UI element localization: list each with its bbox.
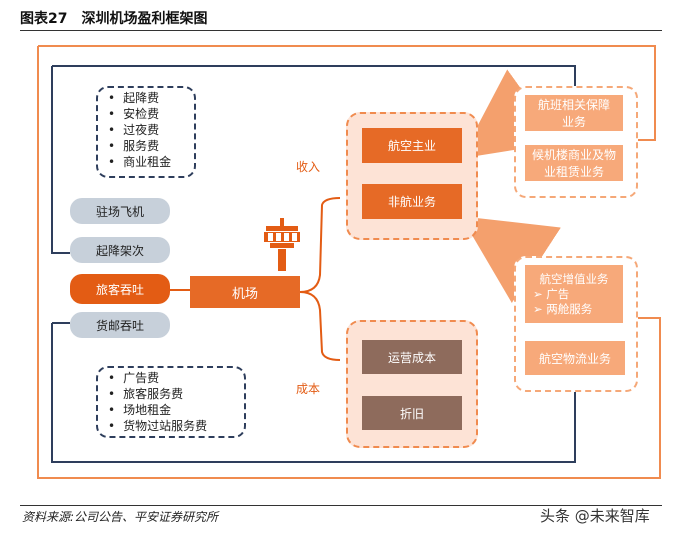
airport-node: 机场 xyxy=(190,276,300,308)
value-added-title: 航空增值业务 xyxy=(539,271,609,286)
figure-title: 图表27 深圳机场盈利框架图 xyxy=(20,11,208,27)
non-aviation-business: 非航业务 xyxy=(362,184,462,219)
revenue-label: 收入 xyxy=(296,160,321,174)
watermark: 头条 @未来智库 xyxy=(540,507,650,525)
fee-item: 场地租金 xyxy=(108,402,207,418)
fee-item: 货物过站服务费 xyxy=(108,418,207,434)
fee-list-bottom: 广告费 旅客服务费 场地租金 货物过站服务费 xyxy=(108,370,207,434)
depreciation: 折旧 xyxy=(362,396,462,430)
pill-passenger-throughput: 旅客吞吐 xyxy=(70,274,170,304)
pill-cargo-throughput: 货邮吞吐 xyxy=(70,312,170,338)
flight-support-business: 航班相关保障业务 xyxy=(524,94,624,132)
title-divider xyxy=(20,30,662,31)
source-note: 资料来源:公司公告、平安证券研究所 xyxy=(22,510,219,524)
operating-cost: 运营成本 xyxy=(362,340,462,374)
fee-item: 起降费 xyxy=(108,90,171,106)
pill-resident-aircraft: 驻场飞机 xyxy=(70,198,170,224)
fee-item: 安检费 xyxy=(108,106,171,122)
terminal-commercial-leasing: 候机楼商业及物业租赁业务 xyxy=(524,144,624,182)
value-added-sub: ➢ 两舱服务 xyxy=(533,301,593,316)
footer-divider xyxy=(20,505,662,506)
cost-label: 成本 xyxy=(296,382,321,396)
pill-takeoff-landing: 起降架次 xyxy=(70,237,170,263)
aviation-logistics-business: 航空物流业务 xyxy=(524,340,626,376)
aviation-core-business: 航空主业 xyxy=(362,128,462,163)
fee-group-bottom xyxy=(96,366,246,438)
fee-item: 旅客服务费 xyxy=(108,386,207,402)
fee-group-top xyxy=(96,86,196,178)
fee-list-top: 起降费 安检费 过夜费 服务费 商业租金 xyxy=(108,90,171,170)
control-tower-icon xyxy=(264,218,300,271)
fee-item: 广告费 xyxy=(108,370,207,386)
fee-item: 商业租金 xyxy=(108,154,171,170)
fee-item: 过夜费 xyxy=(108,122,171,138)
value-added-sub: ➢ 广告 xyxy=(533,286,570,301)
aviation-value-added-business: 航空增值业务 ➢ 广告 ➢ 两舱服务 xyxy=(524,264,624,324)
fee-item: 服务费 xyxy=(108,138,171,154)
